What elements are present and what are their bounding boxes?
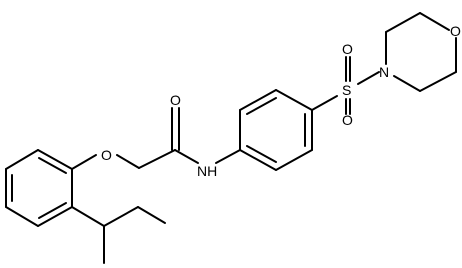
bond — [116, 154, 140, 169]
bond — [174, 149, 199, 164]
right-benzene-ring — [239, 89, 313, 171]
sulfonyl-oxygen-bottom-label: O — [342, 112, 353, 128]
sulfur-label: S — [342, 82, 351, 98]
bond — [137, 206, 166, 224]
bond — [311, 95, 338, 111]
bond — [215, 149, 241, 164]
bond — [38, 202, 67, 219]
morpholine-ring — [385, 12, 457, 92]
bond — [138, 149, 176, 169]
bond — [419, 71, 457, 92]
carbonyl-oxygen-label: O — [170, 92, 181, 108]
bond — [103, 206, 139, 227]
bond — [37, 206, 73, 227]
oxyacetamide-linker — [71, 107, 241, 170]
bond — [246, 97, 277, 115]
amide-nh-label: NH — [197, 163, 217, 179]
bond — [275, 89, 313, 111]
morpholine-oxygen-label: O — [450, 23, 461, 39]
sulfonyl-oxygen-top-label: O — [342, 41, 353, 57]
bond — [357, 71, 380, 85]
left-benzene-ring — [5, 149, 73, 227]
bond — [275, 149, 313, 171]
bond — [5, 149, 39, 170]
sulfonyl-group — [311, 56, 380, 115]
bond — [71, 206, 105, 227]
bond — [419, 12, 450, 31]
morpholine-nitrogen-label: N — [379, 64, 389, 80]
bond — [239, 149, 277, 171]
bond — [71, 154, 97, 170]
ether-oxygen-label: O — [101, 147, 112, 163]
bond — [239, 89, 277, 111]
bond — [385, 12, 421, 33]
bond — [393, 75, 421, 92]
bond — [246, 145, 277, 163]
sec-butyl-group — [71, 206, 166, 264]
bond — [5, 206, 39, 227]
bond — [37, 149, 73, 170]
bond — [38, 157, 67, 174]
